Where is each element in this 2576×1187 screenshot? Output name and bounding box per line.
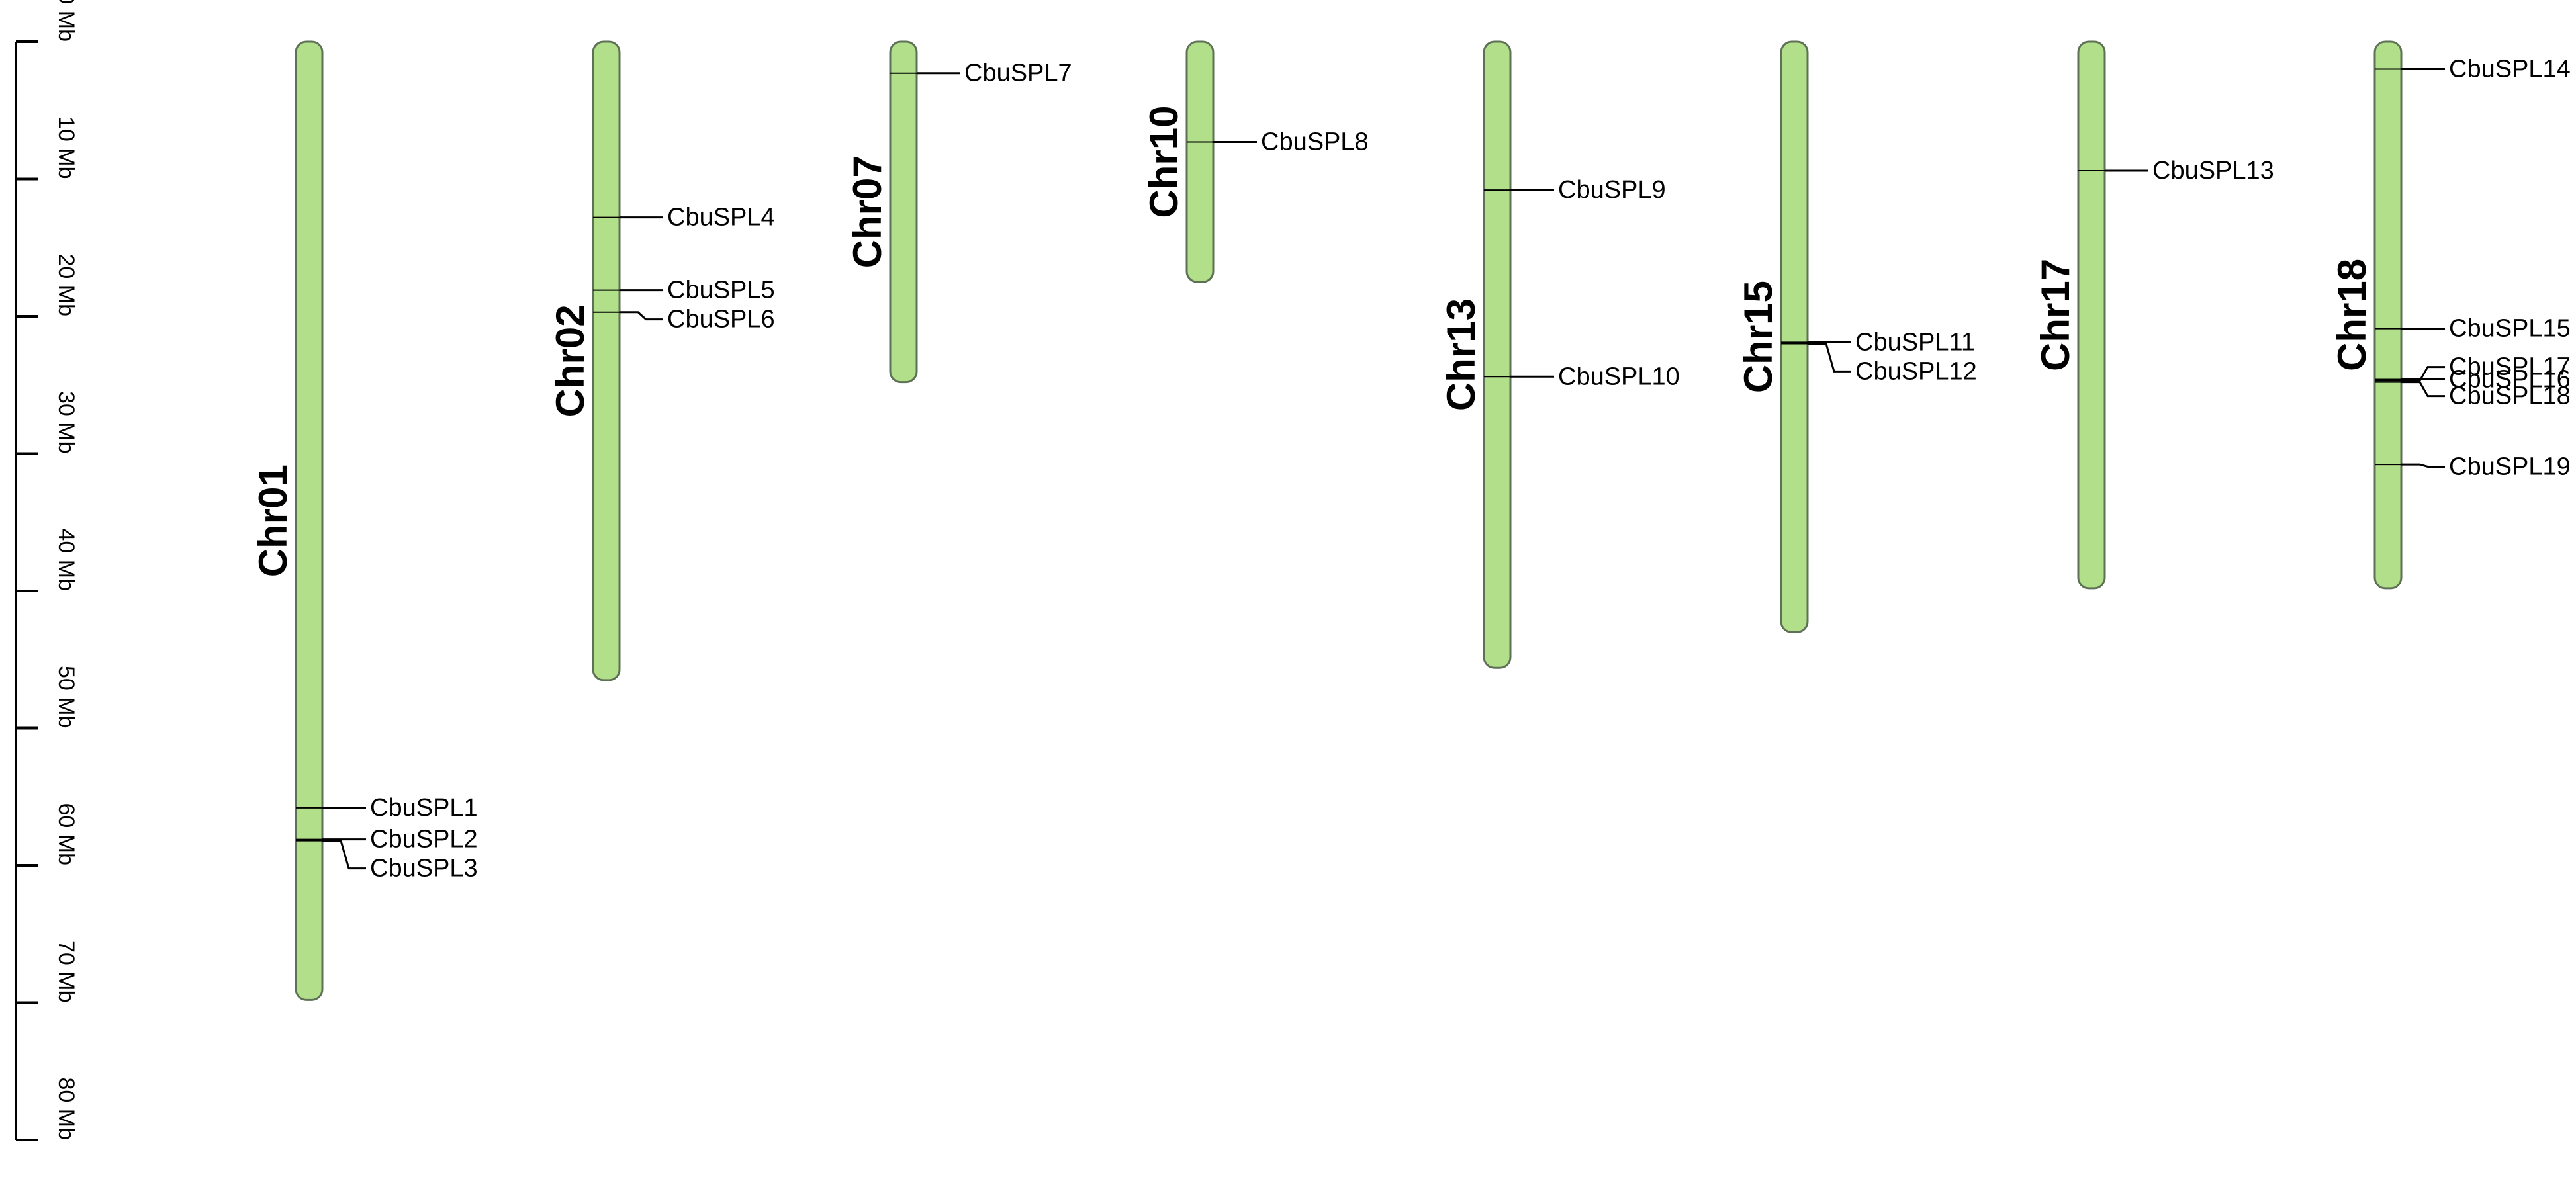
chromosome-bar (2077, 40, 2106, 590)
scale-tick-label: 10 Mb (54, 116, 79, 179)
chromosome-label: Chr13 (1439, 298, 1483, 411)
gene-label: CbuSPL17 (2449, 353, 2571, 381)
gene-label: CbuSPL15 (2449, 315, 2571, 343)
gene-label: CbuSPL7 (964, 60, 1072, 87)
chromosome-bar (295, 40, 324, 1001)
gene-label: CbuSPL16 (2449, 365, 2571, 393)
chromosome-bar (592, 40, 621, 681)
gene-label: CbuSPL13 (2152, 157, 2274, 185)
chromosome-chr10: Chr10 CbuSPL8 (1142, 40, 1369, 283)
gene-label: CbuSPL3 (370, 855, 478, 883)
scale-tick-label: 60 Mb (54, 803, 79, 866)
gene-connector (1808, 343, 1851, 373)
chromosome-label: Chr17 (2033, 259, 2078, 371)
chromosome-label: Chr10 (1142, 106, 1186, 218)
chromosome-label: Chr18 (2330, 259, 2374, 371)
gene-label: CbuSPL2 (370, 826, 478, 854)
chromosome-bar (1780, 40, 1809, 633)
chromosome-chr17: Chr17 CbuSPL13 (2033, 40, 2274, 590)
gene-label: CbuSPL4 (667, 204, 775, 232)
scale-tick-label: 70 Mb (54, 940, 79, 1003)
chromosome-label: Chr15 (1736, 281, 1780, 393)
gene-connector (2401, 366, 2445, 382)
gene-connector (322, 840, 366, 870)
scale-tick-label: 20 Mb (54, 254, 79, 317)
scale-tick-label: 30 Mb (54, 391, 79, 454)
gene-label: CbuSPL9 (1558, 176, 1666, 204)
chromosome-label: Chr07 (845, 155, 890, 268)
gene-label: CbuSPL12 (1855, 357, 1977, 385)
gene-label: CbuSPL11 (1855, 328, 1975, 356)
scale-tick-label: 50 Mb (54, 666, 79, 728)
gene-label: CbuSPL19 (2449, 453, 2571, 480)
gene-connector (620, 311, 663, 321)
gene-label: CbuSPL10 (1558, 363, 1680, 390)
chromosome-tracks: Chr01CbuSPL1CbuSPL2CbuSPL3Chr02CbuSPL4Cb… (251, 40, 2571, 1001)
scale-tick-label: 0 Mb (54, 0, 79, 42)
chromosome-bar (1483, 40, 1512, 669)
chromosome-chr18: Chr18CbuSPL14CbuSPL15CbuSPL16CbuSPL17Cbu… (2330, 40, 2571, 590)
gene-connector (2401, 463, 2445, 468)
scale-axis: 0 Mb 10 Mb 20 Mb 30 Mb 40 Mb 50 Mb 60 Mb 70 Mb 8… (15, 0, 79, 1141)
scale-tick-label: 40 Mb (54, 529, 79, 592)
chromosome-bar (1185, 40, 1215, 283)
chromosome-chr07: Chr07 CbuSPL7 (845, 40, 1072, 384)
scale-tick-label: 80 Mb (54, 1078, 79, 1141)
gene-connector (2401, 381, 2445, 398)
gene-label: CbuSPL6 (667, 306, 775, 333)
chromosome-bar (2373, 40, 2403, 590)
gene-label: CbuSPL8 (1261, 128, 1369, 155)
gene-label: CbuSPL14 (2449, 56, 2571, 83)
gene-label: CbuSPL5 (667, 277, 775, 304)
gene-label: CbuSPL18 (2449, 382, 2571, 410)
chromosome-bar (889, 40, 918, 384)
chromosome-label: Chr02 (548, 304, 592, 417)
gene-label: CbuSPL1 (370, 794, 478, 822)
chromosome-label: Chr01 (251, 464, 295, 577)
